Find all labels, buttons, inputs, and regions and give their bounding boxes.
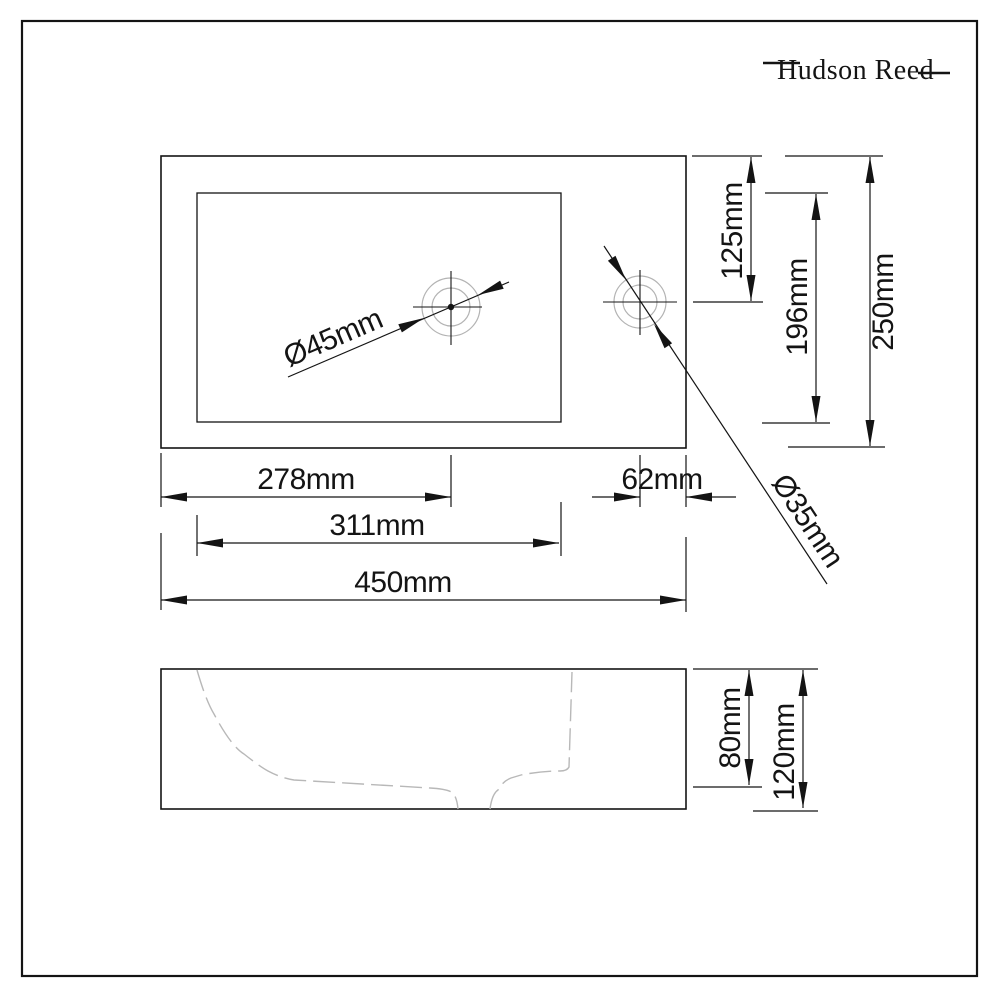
dimension-450: 450mm <box>161 566 686 605</box>
basin-outline-plan <box>160 155 687 449</box>
drain-diameter-label: Ø45mm <box>279 302 388 374</box>
bowl-outline-plan <box>196 192 562 423</box>
basin-outline-side <box>160 668 687 810</box>
dimension-125: 125mm <box>716 157 756 301</box>
bowl-profile-left <box>196 669 459 810</box>
dimension-311: 311mm <box>197 509 559 548</box>
dim-arrow <box>798 670 808 696</box>
dim-arrow <box>798 782 808 808</box>
dim-250-label: 250mm <box>867 253 900 351</box>
dimension-196: 196mm <box>781 194 821 422</box>
dim-arrow <box>686 492 712 502</box>
bowl-profile-right <box>489 671 573 810</box>
dim-311-label: 311mm <box>329 509 424 542</box>
dim-80-label: 80mm <box>714 687 747 768</box>
tap-hole <box>603 270 677 335</box>
leader-arrow-45-right <box>478 280 504 295</box>
dim-arrow <box>865 420 875 446</box>
dim-arrow <box>811 194 821 220</box>
dim-arrow <box>811 396 821 422</box>
dim-120-label: 120mm <box>768 703 801 801</box>
leader-line-45 <box>287 281 510 378</box>
dim-196-label: 196mm <box>781 258 814 356</box>
plan-vertical-dimensions: 125mm 196mm 250mm <box>692 155 900 448</box>
drain-diameter-leader: Ø45mm <box>279 280 510 378</box>
leader-arrow-45-left <box>398 318 424 333</box>
leader-arrow-35-bottom <box>654 324 673 349</box>
dim-arrow <box>197 538 223 548</box>
drain-hole <box>413 271 482 345</box>
side-vertical-dimensions: 80mm 120mm <box>693 668 818 812</box>
dim-arrow <box>746 157 756 183</box>
dimension-278: 278mm <box>161 463 451 502</box>
brand-logo: Hudson Reed <box>763 55 950 86</box>
dim-arrow <box>746 275 756 301</box>
dim-450-label: 450mm <box>354 566 452 599</box>
page-border <box>20 19 979 978</box>
dimension-250: 250mm <box>865 157 900 446</box>
dim-arrow <box>533 538 559 548</box>
side-view <box>160 668 687 810</box>
leader-arrow-35-top <box>607 255 626 280</box>
dim-arrow <box>660 595 686 605</box>
brand-logo-text: Hudson Reed <box>777 55 934 86</box>
tap-diameter-label: Ø35mm <box>765 468 850 573</box>
leader-line-35 <box>603 245 828 585</box>
dim-278-label: 278mm <box>257 463 355 496</box>
dim-arrow <box>865 157 875 183</box>
dim-arrow <box>614 492 640 502</box>
dim-125-label: 125mm <box>716 182 749 280</box>
dim-62-label: 62mm <box>621 463 702 496</box>
dim-arrow <box>425 492 451 502</box>
plan-horizontal-dimensions: 278mm 62mm 311mm 450mm <box>160 453 736 612</box>
dim-arrow <box>744 670 754 696</box>
dim-arrow <box>161 595 187 605</box>
dimension-120: 120mm <box>768 670 808 808</box>
dim-arrow <box>744 759 754 785</box>
dimension-80: 80mm <box>714 670 754 785</box>
dim-arrow <box>161 492 187 502</box>
dimension-62: 62mm <box>592 463 736 502</box>
